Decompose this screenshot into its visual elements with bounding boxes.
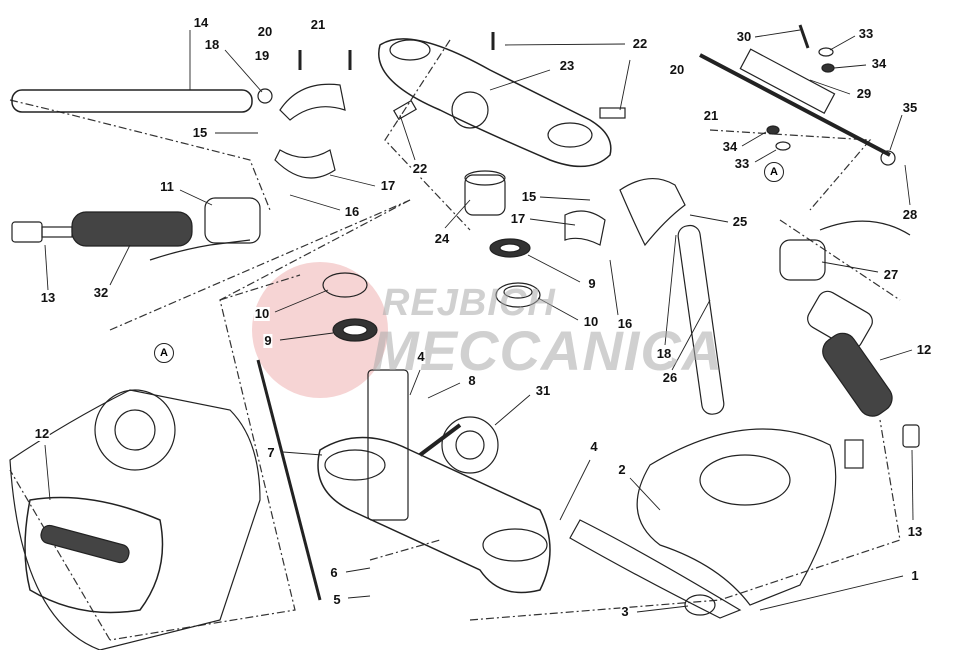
callout-33: 33 [857, 26, 875, 41]
callout-4: 4 [589, 439, 599, 454]
steering-stem [367, 369, 409, 521]
callout-26: 26 [661, 370, 679, 385]
grip-left [71, 211, 193, 247]
callout-8: 8 [467, 373, 477, 388]
callout-20: 20 [256, 24, 274, 39]
callout-10: 10 [253, 306, 271, 321]
assembly-frames [9, 39, 901, 641]
callout-21: 21 [702, 108, 720, 123]
callout-15: 15 [191, 125, 209, 140]
callout-33: 33 [733, 156, 751, 171]
bearing-upper [495, 282, 541, 308]
callout-16: 16 [343, 204, 361, 219]
bar-end-left [11, 221, 43, 243]
callout-5: 5 [332, 592, 342, 607]
callout-9: 9 [263, 333, 273, 348]
callout-18: 18 [655, 346, 673, 361]
steering-damper [699, 53, 891, 157]
watermark-text-line1: REJBICH [382, 282, 556, 324]
fairing-guard [636, 428, 837, 606]
callout-18: 18 [203, 37, 221, 52]
callout-4: 4 [416, 349, 426, 364]
steering-nut [464, 174, 506, 216]
bracket [569, 519, 742, 619]
reference-mark-a: A [154, 343, 174, 363]
throttle-body [807, 290, 873, 350]
upper-triple-clamp [378, 38, 612, 168]
clamp-right-lower [564, 210, 606, 246]
handlebar-tube-right [677, 224, 725, 415]
callout-10: 10 [582, 314, 600, 329]
callout-12: 12 [915, 342, 933, 357]
callout-34: 34 [721, 139, 739, 154]
callout-35: 35 [901, 100, 919, 115]
switch-housing-right [779, 239, 826, 281]
horn [441, 416, 499, 474]
callout-7: 7 [266, 445, 276, 460]
callout-6: 6 [329, 565, 339, 580]
callout-32: 32 [92, 285, 110, 300]
callout-31: 31 [534, 383, 552, 398]
callout-25: 25 [731, 214, 749, 229]
callout-24: 24 [433, 231, 451, 246]
callout-3: 3 [620, 604, 630, 619]
callout-34: 34 [870, 56, 888, 71]
callout-13: 13 [906, 524, 924, 539]
callout-1: 1 [910, 568, 920, 583]
connector [844, 439, 864, 469]
switch-housing-left [204, 197, 261, 244]
callout-29: 29 [855, 86, 873, 101]
callout-30: 30 [735, 29, 753, 44]
callout-23: 23 [558, 58, 576, 73]
bearing-lower [322, 272, 368, 298]
leader-lines [44, 29, 914, 613]
detail-grip [24, 496, 164, 614]
bar-end-right [902, 424, 920, 448]
callout-2: 2 [617, 462, 627, 477]
reference-mark-a: A [764, 162, 784, 182]
callout-11: 11 [159, 179, 175, 194]
callout-28: 28 [901, 207, 919, 222]
callout-15: 15 [520, 189, 538, 204]
clamp-lower [274, 149, 336, 179]
callout-12: 12 [33, 426, 51, 441]
clamp-right-upper [619, 178, 686, 247]
cover-plate [684, 594, 716, 616]
callout-27: 27 [882, 267, 900, 282]
callout-19: 19 [253, 48, 271, 63]
clamp-upper [279, 83, 346, 121]
callout-17: 17 [509, 211, 527, 226]
grip-right [822, 332, 893, 417]
lower-housing [9, 389, 261, 650]
callout-13: 13 [39, 290, 57, 305]
lower-triple-clamp [317, 436, 551, 594]
callout-21: 21 [309, 17, 327, 32]
callout-20: 20 [668, 62, 686, 77]
callout-22: 22 [411, 161, 429, 176]
callout-16: 16 [616, 316, 634, 331]
callout-9: 9 [587, 276, 597, 291]
callout-17: 17 [379, 178, 397, 193]
callout-14: 14 [192, 15, 210, 30]
callout-22: 22 [631, 36, 649, 51]
handlebar-tube-left [11, 89, 253, 113]
